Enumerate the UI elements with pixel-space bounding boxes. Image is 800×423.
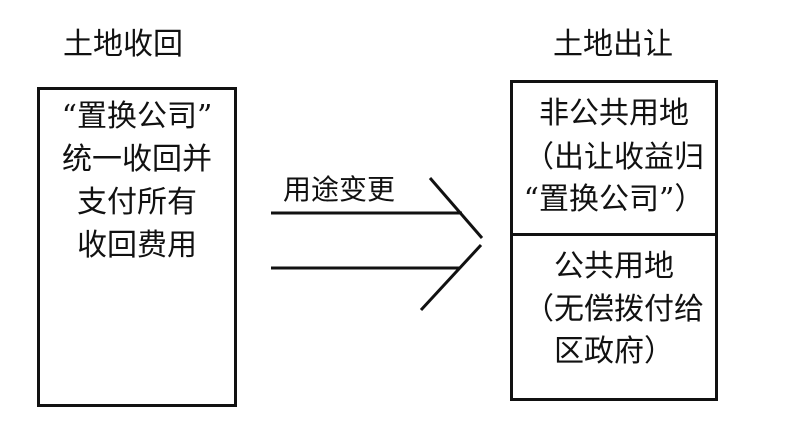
public-land-section: 公共用地 （无偿拨付给 区政府） xyxy=(513,236,715,398)
box-line: “置换公司” xyxy=(61,99,213,134)
arrow-head-upper xyxy=(428,177,484,239)
lower-line: 公共用地 xyxy=(554,249,674,284)
lower-line: 区政府） xyxy=(554,334,674,369)
non-public-land-section: 非公共用地 （出让收益归 “置换公司”） xyxy=(513,83,715,236)
arrow-head-lower xyxy=(419,243,483,312)
left-title: 土地收回 xyxy=(63,27,183,62)
upper-line: “置换公司”） xyxy=(523,182,705,217)
upper-line: （出让收益归 xyxy=(524,140,704,175)
land-transfer-box: 非公共用地 （出让收益归 “置换公司”） 公共用地 （无偿拨付给 区政府） xyxy=(510,80,718,401)
right-title: 土地出让 xyxy=(553,27,673,62)
box-line: 收回费用 xyxy=(77,228,197,263)
land-recovery-box: “置换公司” 统一收回并 支付所有 收回费用 xyxy=(37,87,237,407)
box-line: 支付所有 xyxy=(77,185,197,220)
box-line: 统一收回并 xyxy=(62,142,212,177)
lower-line: （无偿拨付给 xyxy=(524,292,704,327)
arrow-label: 用途变更 xyxy=(283,173,396,206)
upper-line: 非公共用地 xyxy=(539,96,689,131)
